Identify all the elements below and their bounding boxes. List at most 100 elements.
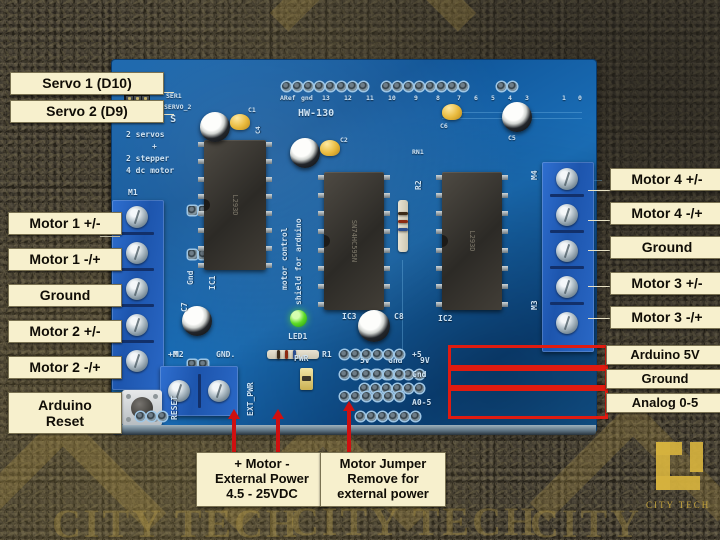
bottom-left-header-pads[interactable] [136,412,167,421]
analog-block-row-a0-a5[interactable] [340,392,404,401]
silk-d10: 10 [388,94,396,102]
callout-analog-0-5: Analog 0-5 [606,393,720,414]
silk-m3: M3 [530,300,539,310]
callout-motor-jumper: Motor Jumper Remove for external power [320,452,446,507]
silk-gnd-block: Gnd [412,370,427,379]
silk-pwr: PWR [294,354,309,363]
callout-arduino-reset-line1: Arduino [38,397,92,413]
callout-motor-jumper-line1: Motor Jumper [339,456,427,471]
analog-block-row-gnd[interactable] [340,370,404,379]
resistor-r1 [267,350,319,359]
motor-shield-pcb: ARef gnd 13 12 11 10 9 8 7 6 5 4 3 1 0 H… [112,60,602,432]
callout-arduino-5v: Arduino 5V [606,345,720,366]
callout-motor-4-neg: Motor 4 -/+ [610,202,720,226]
capacitor-c8 [358,310,390,342]
silk-d1: 1 [562,94,566,102]
callout-motor-4-pos: Motor 4 +/- [610,168,720,192]
silk-aref: ARef [280,94,296,102]
callout-servo-2: Servo 2 (D9) [10,100,164,124]
callout-external-power: + Motor - External Power 4.5 - 25VDC [196,452,328,507]
callout-external-power-line1: + Motor - [234,456,290,471]
silk-feature-2-stepper: 2 stepper [126,154,170,163]
ic2-l293d: L293D [436,172,508,310]
power-header-pads-row2[interactable] [360,384,424,393]
silk-feature-plus: + [152,142,157,151]
callout-motor-1-pos: Motor 1 +/- [8,212,122,236]
capacitor-c6 [442,104,462,120]
callout-arduino-reset: Arduino Reset [8,392,122,435]
callout-motor-2-pos: Motor 2 +/- [8,320,122,344]
callout-motor-3-pos: Motor 3 +/- [610,272,720,296]
capacitor-c5 [502,102,532,132]
silk-m2: M2 [174,350,184,359]
silk-d12: 12 [344,94,352,102]
callout-external-power-line3: 4.5 - 25VDC [226,485,298,501]
city-tech-logo-icon [650,438,714,502]
silk-part-number: HW-130 [298,108,335,119]
silk-c1: C1 [248,106,256,114]
silk-c8: C8 [394,312,404,321]
silk-d11: 11 [366,94,374,102]
digital-header-pads-low[interactable] [382,82,468,91]
silk-c4: C4 [254,126,262,134]
motor-power-jumper[interactable] [300,368,313,390]
silk-plus-m: +M [168,350,178,359]
city-tech-logo-caption: CITY TECH [646,500,711,510]
callout-ground-right: Ground [610,236,720,260]
callout-motor-jumper-line3: external power [337,485,429,501]
callout-ground-header: Ground [606,369,720,390]
silk-ic1: IC1 [208,275,217,290]
led1-power-indicator [290,310,307,327]
capacitor-c7 [182,306,212,336]
ic1-marking: L293D [231,194,239,216]
arrow-motor-plus [228,409,240,454]
silk-c7: C7 [180,302,189,312]
silk-reset: RESET [170,395,179,420]
silk-ic3: IC3 [342,312,357,321]
digital-header-pads-tail[interactable] [497,82,517,91]
ic2-marking: L293D [468,230,476,252]
silk-d8: 8 [436,94,440,102]
arrow-motor-minus [272,409,284,454]
silk-r1: R1 [322,350,332,359]
callout-motor-jumper-line2: Remove for [347,470,419,486]
analog-block-row-plus5[interactable] [340,350,404,359]
digital-header-pads-high[interactable] [282,82,368,91]
resistor-r2 [398,200,408,252]
callout-motor-2-neg: Motor 2 -/+ [8,356,122,380]
silk-servo2: SERVO_2 [164,103,192,111]
ic1-l293d: L293D [198,140,272,270]
silk-c5: C5 [508,134,516,142]
silk-m1: M1 [128,188,138,197]
silk-a0-5: A0-5 [412,398,432,407]
callout-motor-1-neg: Motor 1 -/+ [8,248,122,272]
ic3-shift-register: SN74HC595N [318,172,390,310]
pcb-bottom-edge [112,425,596,435]
silk-ser1: SER1 [166,92,182,100]
silk-9v: 9V [420,356,430,365]
capacitor-c2 [290,138,320,168]
silk-plus5: +5 [412,350,422,359]
silk-d4: 4 [508,94,512,102]
silk-d6: 6 [474,94,478,102]
watermark-text: CITY TECH [530,501,641,540]
callout-servo-1: Servo 1 (D10) [10,72,164,96]
silk-5v: 5V [360,356,370,365]
silk-ic2: IC2 [438,314,453,323]
silk-d9: 9 [414,94,418,102]
silk-c6: C6 [440,122,448,130]
silk-rn1: RN1 [412,148,424,156]
silk-d5: 5 [491,94,495,102]
external-power-terminal[interactable] [160,366,238,416]
silk-d7: 7 [457,94,461,102]
arrow-motor-jumper [343,401,355,454]
callout-motor-3-neg: Motor 3 -/+ [610,306,720,330]
callout-external-power-line2: External Power [215,470,309,486]
callout-ground-left: Ground [8,284,122,308]
silk-led1: LED1 [288,332,308,341]
silk-feature-2-servos: 2 servos [126,130,165,139]
bottom-header-pads[interactable] [356,412,420,421]
terminal-block-right[interactable] [542,162,594,352]
capacitor-c4 [200,112,230,142]
silk-r2: R2 [414,180,423,190]
